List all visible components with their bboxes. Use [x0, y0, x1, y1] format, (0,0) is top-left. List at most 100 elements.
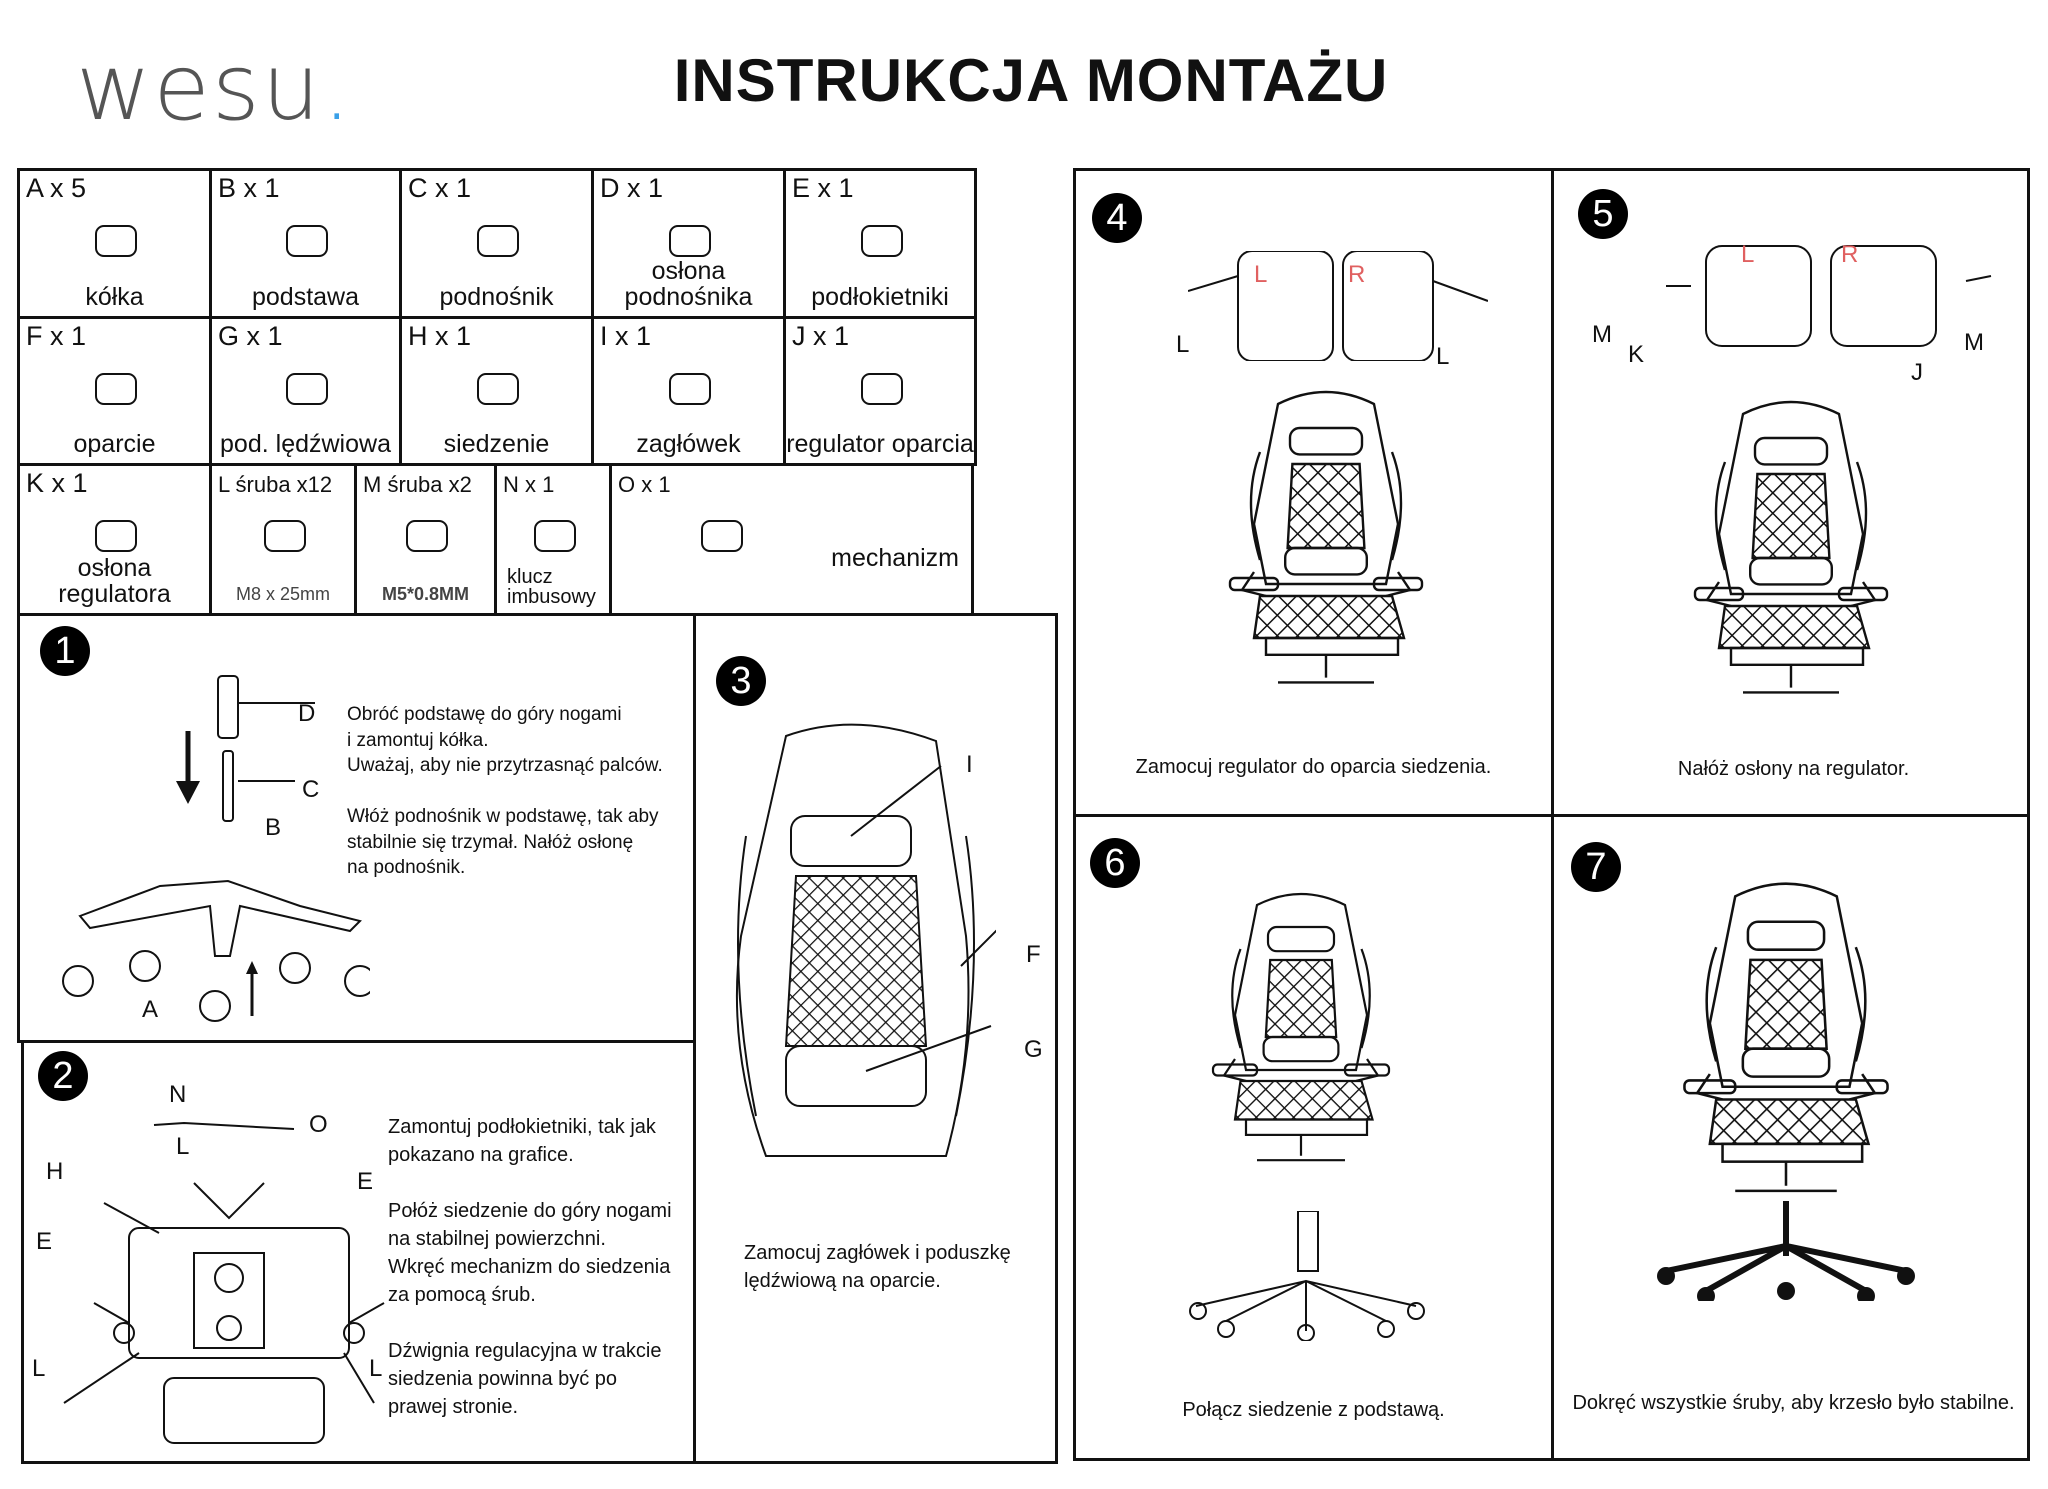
- label-e-left: E: [36, 1228, 53, 1255]
- part-illustration: [533, 520, 576, 552]
- steps-4-7-panel: 4 L R L L Zamocuj regulator do oparcia s…: [1073, 168, 2030, 1461]
- label-f: F: [1026, 941, 1041, 968]
- part-illustration: [669, 225, 711, 257]
- step-4-text: Zamocuj regulator do oparcia siedzenia.: [1135, 756, 1492, 778]
- part-illustration: [669, 373, 711, 405]
- backrest-illustration: [735, 723, 996, 1157]
- part-code: C x 1: [408, 173, 472, 203]
- regulator-cover-detail-illustration: [1666, 245, 1992, 347]
- part-illustration: [860, 373, 903, 405]
- part-name: zagłówek: [636, 430, 741, 458]
- part-illustration: [477, 225, 519, 257]
- part-illustration: [860, 225, 903, 257]
- part-code: M śruba x2: [363, 472, 472, 497]
- part-name: klucz imbusowy: [507, 566, 596, 608]
- part-name: podnośnik: [439, 283, 554, 311]
- step-6-text: Połącz siedzenie z podstawą.: [1182, 1399, 1445, 1421]
- label-k: K: [1628, 341, 1645, 368]
- step-number: 4: [1092, 193, 1142, 243]
- part-name: podstawa: [251, 283, 360, 311]
- label-c: C: [302, 776, 320, 803]
- part-name: siedzenie: [443, 430, 550, 458]
- label-r-red: R: [1841, 241, 1859, 268]
- chair-step-4-illustration: [1206, 371, 1446, 701]
- part-cell: A x 5 kółka: [17, 168, 212, 319]
- part-name: mechanizm: [831, 544, 959, 572]
- part-name: regulator oparcia: [786, 430, 974, 458]
- logo-text: wesu: [76, 34, 323, 141]
- part-illustration: [95, 373, 137, 405]
- part-cell: E x 1 podłokietniki: [783, 168, 977, 319]
- label-l-left: L: [32, 1355, 46, 1382]
- step-2-panel: 2 N L O H E E L L Zamontuj podłokietniki…: [21, 1040, 696, 1464]
- label-l-red: L: [1741, 241, 1755, 268]
- label-l-right: L: [369, 1355, 383, 1382]
- part-cell: K x 1 osłona regulatora: [17, 463, 212, 616]
- brand-logo: wesu.: [76, 34, 353, 141]
- seat-mechanism-illustration: [63, 1121, 385, 1444]
- part-name: pod. lędźwiowa: [220, 430, 391, 458]
- base-assembly-illustration: [62, 675, 370, 1022]
- part-code: F x 1: [26, 321, 87, 351]
- step-1-panel: 1 D C B A Obróć podstawę do góry nogami …: [17, 613, 696, 1043]
- base-illustration: [1189, 1211, 1425, 1341]
- part-name: kółka: [85, 283, 144, 311]
- part-code: J x 1: [792, 321, 850, 351]
- part-name: osłona podnośnika: [624, 257, 753, 311]
- label-l: L: [1176, 331, 1190, 358]
- part-code: E x 1: [792, 173, 854, 203]
- step-2-text: Zamontuj podłokietniki, tak jak pokazano…: [388, 1116, 672, 1418]
- label-m: M: [1964, 329, 1984, 356]
- step-3-text: Zamocuj zagłówek i poduszkę lędźwiową na…: [744, 1242, 1011, 1292]
- label-n: N: [169, 1081, 187, 1108]
- part-illustration: [95, 520, 137, 552]
- label-h: H: [46, 1158, 64, 1185]
- part-cell: B x 1 podstawa: [209, 168, 402, 319]
- label-l: L: [1436, 343, 1450, 370]
- part-illustration: [263, 520, 306, 552]
- label-j: J: [1911, 359, 1923, 386]
- part-code: K x 1: [26, 468, 88, 498]
- part-code: B x 1: [218, 173, 280, 203]
- part-cell: M śruba x2 M5*0.8MM: [354, 463, 497, 616]
- part-code: H x 1: [408, 321, 472, 351]
- part-code: L śruba x12: [218, 472, 333, 497]
- label-m: M: [1592, 321, 1612, 348]
- part-cell: G x 1 pod. lędźwiowa: [209, 316, 402, 466]
- part-cell: C x 1 podnośnik: [399, 168, 594, 319]
- part-name: podłokietniki: [811, 283, 949, 311]
- label-l-red: L: [1254, 261, 1268, 288]
- label-r-red: R: [1348, 261, 1366, 288]
- chair-step-5-illustration: [1671, 381, 1911, 711]
- step-number: 7: [1571, 842, 1621, 892]
- part-name: osłona regulatora: [58, 554, 171, 608]
- step-5-text: Nałóż osłony na regulator.: [1677, 758, 1910, 780]
- assembled-chair-illustration: [1657, 882, 1915, 1301]
- step-number: 3: [716, 656, 766, 706]
- step-7-text: Dokręć wszystkie śruby, aby krzesło było…: [1572, 1392, 2015, 1414]
- logo-dot: .: [322, 34, 354, 141]
- part-illustration: [95, 225, 137, 257]
- part-code: G x 1: [218, 321, 283, 351]
- step-number: 6: [1090, 838, 1140, 888]
- regulator-detail-illustration: [1188, 251, 1488, 361]
- step-number: 2: [38, 1051, 88, 1101]
- label-e-right: E: [357, 1168, 374, 1195]
- label-g: G: [1024, 1036, 1043, 1063]
- page-title: INSTRUKCJA MONTAŻU: [673, 47, 1389, 114]
- part-code: I x 1: [600, 321, 652, 351]
- chair-seat-illustration: [1191, 871, 1411, 1181]
- part-code: A x 5: [26, 173, 87, 203]
- step-3-panel: 3 I F G Zamocuj zagłówek i poduszkę lędź…: [693, 613, 1058, 1464]
- part-name: M8 x 25mm: [235, 584, 331, 604]
- part-illustration: [406, 520, 448, 552]
- part-cell: J x 1 regulator oparcia: [783, 316, 977, 466]
- part-illustration: [477, 373, 519, 405]
- label-l: L: [176, 1133, 190, 1160]
- part-name: M5*0.8MM: [381, 584, 470, 604]
- part-cell: D x 1 osłona podnośnika: [591, 168, 786, 319]
- part-cell: H x 1 siedzenie: [399, 316, 594, 466]
- part-code: D x 1: [600, 173, 664, 203]
